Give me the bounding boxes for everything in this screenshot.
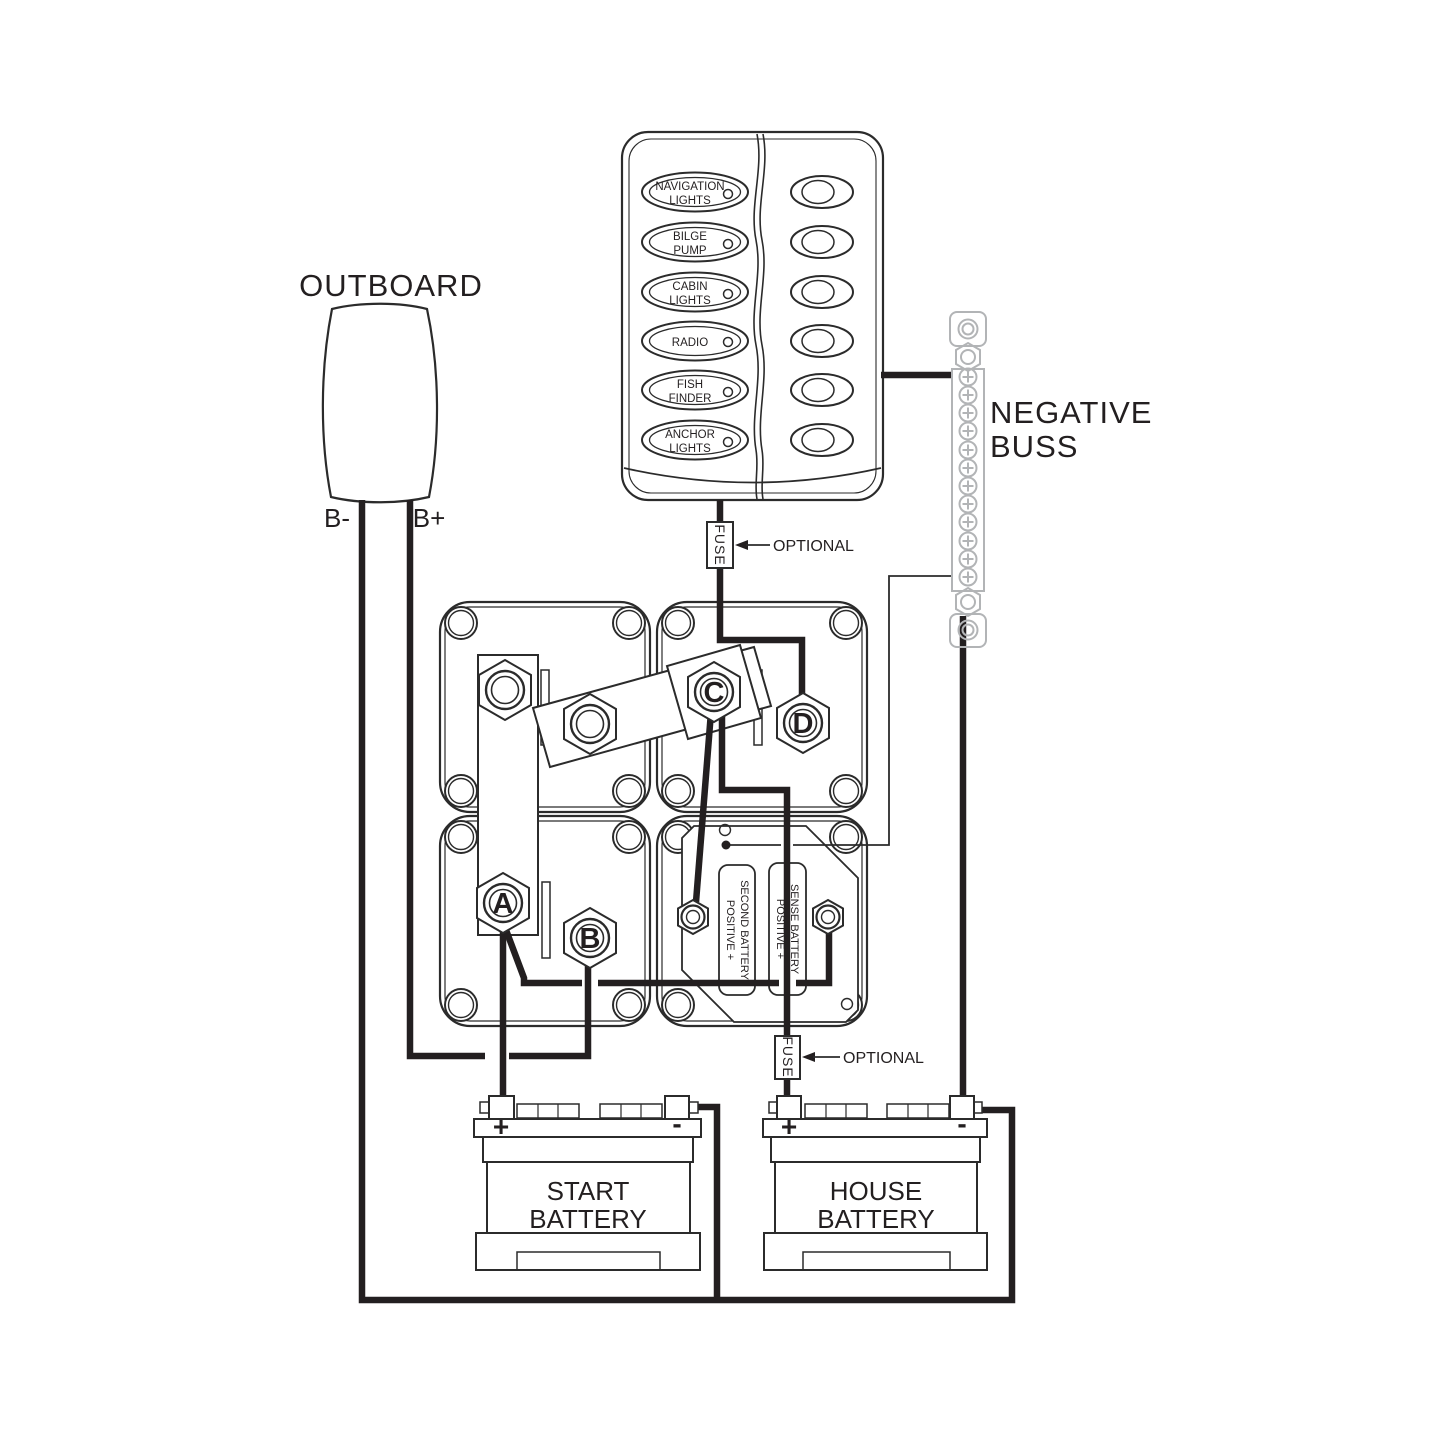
indicator-led-icon [722,188,734,200]
outboard-label: OUTBOARD [299,268,483,303]
switch-slot [541,881,551,959]
wire-c-to-acr-post [692,711,715,903]
terminal-b-label: B [580,923,601,955]
switch-label-bilge-pump: BILGE PUMP [641,221,749,263]
wire-outboard-positive-2 [509,950,592,1060]
start-battery: + - START BATTERY [473,1095,702,1271]
switch-label-text: PUMP [673,245,707,257]
terminals: A B C D [475,658,845,970]
rocker-button-icon [790,373,854,407]
indicator-led-icon [722,336,734,348]
wire-panel-to-d [716,500,806,706]
positive-sign: + [493,1111,509,1142]
battery-vent-caps [516,1103,663,1119]
switch-label-text: NAVIGATION [655,181,724,193]
switch-label-fish-finder: FISH FINDER [641,369,749,411]
fuse-1: FUSE OPTIONAL [706,521,854,569]
start-battery-label: START [547,1176,630,1206]
acr-label-text: POSITIVE + [774,899,786,959]
wires [358,371,1016,1304]
wire-outboard-negative [358,500,1016,1304]
wire-acr-ground-2 [793,575,953,846]
acr-label-second-battery [718,864,756,996]
switch-label-text: FISH [677,379,703,391]
panel-rocker-buttons [790,175,854,457]
negative-buss-label: NEGATIVE [990,395,1152,430]
switch-label-text: ANCHOR [665,429,715,441]
indicator-led-icon [722,386,734,398]
indicator-led-icon [722,238,734,250]
rocker-button-icon [790,275,854,309]
switch-label-text: LIGHTS [669,295,711,307]
buss-bottom-hex [955,586,981,618]
rocker-button-icon [790,175,854,209]
acr-sense-battery-post-icon [811,898,845,936]
acr-screw-icon [840,997,854,1011]
arrow-icon [735,540,748,550]
buss-top-hex [955,341,981,373]
house-battery-label: BATTERY [817,1204,935,1234]
battery-vent-caps [804,1103,950,1119]
switch-label-anchor-lights: ANCHOR LIGHTS [641,419,749,461]
terminal-d-label: D [793,708,814,740]
buss-screw-terminals [958,367,978,587]
rocker-button-icon [790,225,854,259]
switch-label-text: LIGHTS [669,443,711,455]
wire-c-to-house-positive [718,710,791,1100]
wire-a-to-sense-3 [796,932,833,987]
acr-label-text: SENSE BATTERY [788,884,800,975]
optional-note: OPTIONAL [773,538,854,555]
switch-panel: NAVIGATION LIGHTS BILGE PUMP CABIN LIGHT… [620,130,885,502]
outboard: OUTBOARD B- B+ [299,268,483,533]
rocker-button-icon [790,324,854,358]
fuse-box-icon [706,521,734,569]
house-battery-negative-post [949,1095,975,1122]
indicator-led-icon [722,436,734,448]
arrow-icon [802,1052,815,1062]
acr-label-text: SECOND BATTERY [738,880,750,980]
panel-bottom-curve [623,467,882,484]
optional-note: OPTIONAL [843,1050,924,1067]
start-battery-label: BATTERY [529,1204,647,1234]
switch-panel-inner-border [628,138,877,494]
house-battery-label: HOUSE [830,1176,922,1206]
house-battery: + - HOUSE BATTERY [762,1095,988,1271]
outboard-cowling-icon [321,302,439,504]
acr-second-battery-post-icon [676,898,710,936]
wire-outboard-positive-1 [406,500,485,1060]
terminal-c-label: C [704,677,725,709]
fuse-label: FUSE [712,524,728,565]
panel-switch-labels: NAVIGATION LIGHTS BILGE PUMP CABIN LIGHT… [641,171,749,461]
wire-a-to-sense-1 [502,928,582,987]
buss-top-tab [949,311,987,347]
negative-buss-label: BUSS [990,429,1078,464]
switch-label-navigation-lights: NAVIGATION LIGHTS [641,171,749,213]
switch-label-text: BILGE [673,231,707,243]
outboard-b-plus-label: B+ [413,503,446,533]
acr-screw-icon [718,823,732,837]
fuse-label: FUSE [780,1036,796,1077]
switch-label-text: LIGHTS [669,195,711,207]
switch-label-cabin-lights: CABIN LIGHTS [641,271,749,313]
negative-sign: - [957,1108,966,1139]
indicator-led-icon [722,288,734,300]
acr-ground-dot [721,840,731,850]
switch-label-text: FINDER [669,393,712,405]
rocker-button-icon [790,423,854,457]
acr-label-text: POSITIVE + [724,900,736,960]
fuse-box-icon [774,1035,801,1080]
negative-buss: NEGATIVE BUSS [949,311,1152,648]
negative-sign: - [672,1108,681,1139]
fuse-2: FUSE OPTIONAL [774,1035,924,1080]
buss-bottom-tab [949,613,987,648]
terminal-a-label: A [493,888,514,920]
switch-label-text: CABIN [672,281,707,293]
start-battery-body [486,1161,691,1234]
outboard-b-minus-label: B- [324,503,350,533]
switch-label-text: RADIO [672,337,708,349]
switch-label-radio: RADIO [641,320,749,362]
positive-sign: + [781,1111,797,1142]
